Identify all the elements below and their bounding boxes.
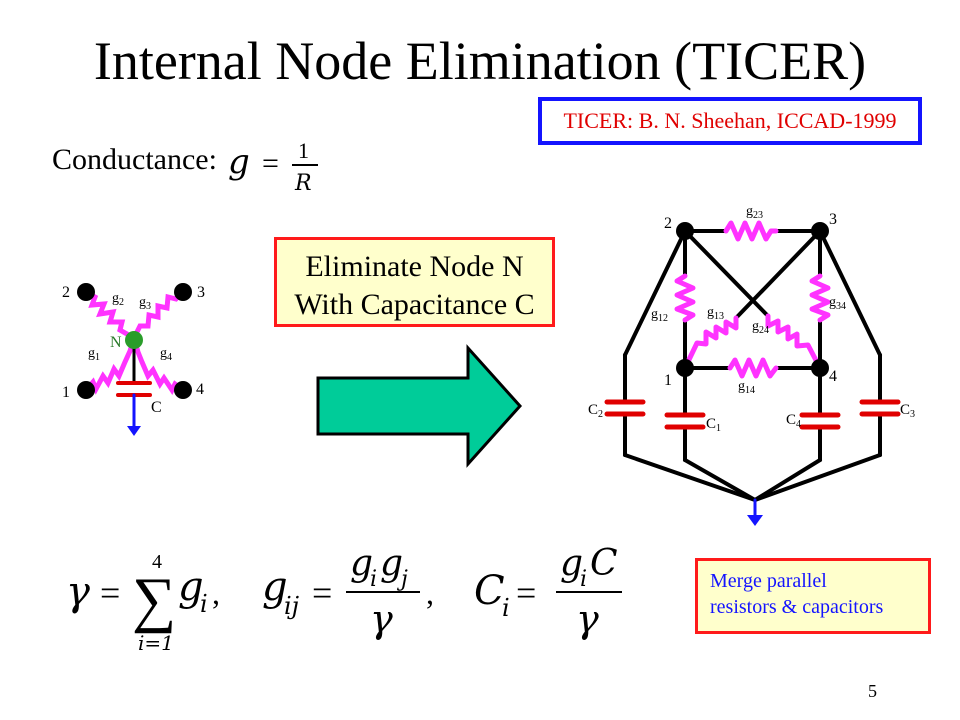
eliminate-node-box: Eliminate Node N With Capacitance C [274, 237, 555, 327]
resistor-g1 [83, 335, 137, 395]
formula-numerator: 1 [298, 138, 309, 163]
resistor-g14 [727, 357, 779, 379]
right-g14-label: g14 [738, 379, 755, 396]
eq-gj-num: g [380, 543, 403, 584]
eq-ci-c: C [474, 568, 505, 614]
left-label-c: C [151, 399, 162, 416]
left-g1-label: g1 [88, 346, 100, 363]
resistor-g34 [809, 273, 831, 323]
right-label-1: 1 [664, 372, 672, 389]
node-3 [811, 222, 829, 240]
right-g23-label: g23 [746, 204, 763, 221]
node-n [125, 331, 143, 349]
right-g13-label: g13 [707, 305, 724, 322]
resistor-g24 [765, 313, 823, 371]
eq-sum-upper: 4 [152, 551, 162, 573]
eq-gij-sub: ij [284, 592, 300, 620]
node-2 [676, 222, 694, 240]
eq-equals-2: = [312, 573, 332, 613]
ground-arrow-icon [127, 426, 141, 436]
wire-c1-ground [683, 458, 757, 502]
merge-line-1: Merge parallel [710, 570, 827, 592]
left-g3-label: g3 [139, 295, 151, 312]
left-label-1: 1 [62, 384, 70, 401]
eq-g-sub-i: i [200, 590, 208, 618]
eq-gi-num: g [350, 543, 373, 584]
formula-eq: = [262, 147, 279, 180]
eq-gamma: γ [66, 569, 90, 615]
resistor-g23 [723, 220, 779, 242]
conductance-label: Conductance: [52, 143, 217, 176]
left-label-4: 4 [196, 381, 204, 398]
eq-equals-3: = [516, 573, 536, 613]
eq-ci-sub: i [502, 594, 510, 622]
wire-3-g13 [734, 229, 822, 320]
left-label-n: N [110, 334, 122, 351]
resistor-g3 [131, 289, 186, 341]
right-g12-label: g12 [651, 307, 668, 324]
node-2 [77, 283, 95, 301]
right-c4-label: C4 [786, 412, 801, 430]
equations: γ = 4 ∑ i=1 g i , g ij = g i g j γ , C i… [66, 543, 622, 655]
wire-c2-ground [623, 453, 757, 502]
eq-ci-num-g: g [560, 543, 583, 584]
reference-box: TICER: B. N. Sheehan, ICCAD-1999 [538, 97, 922, 145]
node-4 [811, 359, 829, 377]
right-c1-label: C1 [706, 416, 721, 434]
node-4 [174, 381, 192, 399]
eq-ci-num-i: i [580, 567, 587, 592]
right-g24-label: g24 [752, 319, 769, 336]
eq-comma-2: , [426, 575, 434, 611]
right-c3-label: C3 [900, 402, 915, 420]
node-3 [174, 283, 192, 301]
left-g2-label: g2 [112, 291, 124, 308]
merge-note-box: Merge parallel resistors & capacitors [695, 558, 931, 634]
right-label-2: 2 [664, 215, 672, 232]
left-g4-label: g4 [160, 346, 172, 363]
eq-equals-1: = [100, 573, 120, 613]
eq-gij-den: γ [370, 597, 393, 641]
eq-sum-lower: i=1 [138, 631, 174, 655]
wire-2-c2 [623, 229, 687, 357]
node-1 [676, 359, 694, 377]
right-label-3: 3 [829, 211, 837, 228]
conductance-formula: g = 1 R [228, 138, 318, 196]
node-1 [77, 381, 95, 399]
merge-line-2: resistors & capacitors [710, 596, 884, 618]
resistor-g12 [674, 273, 696, 323]
resistor-g13 [682, 315, 739, 371]
eq-gi-num-i: i [370, 567, 377, 592]
right-c2-label: C2 [588, 402, 603, 420]
eq-g: g [178, 564, 204, 610]
eq-sigma: ∑ [132, 566, 176, 634]
left-circuit: 2 3 1 4 N C g2 g3 g1 g4 [62, 283, 205, 436]
eq-ci-num-c: C [590, 543, 618, 584]
eliminate-line-2: With Capacitance C [294, 288, 535, 321]
left-label-2: 2 [62, 284, 70, 301]
eq-gij-g: g [262, 564, 288, 610]
ground-arrow-icon [747, 515, 763, 526]
page-number: 5 [868, 681, 877, 701]
right-g34-label: g34 [829, 295, 846, 312]
resistor-g2 [83, 289, 137, 341]
right-arrow-icon [316, 344, 523, 468]
eq-ci-den: γ [576, 597, 599, 641]
wire-2-g24 [683, 229, 770, 318]
resistor-g4 [131, 335, 186, 395]
right-label-4: 4 [829, 368, 837, 385]
eliminate-line-1: Eliminate Node N [305, 250, 524, 283]
wire-3-c3 [818, 229, 882, 357]
eq-comma-1: , [212, 575, 220, 611]
formula-g: g [228, 142, 250, 182]
wire-c4-ground [753, 458, 822, 502]
left-label-3: 3 [197, 284, 205, 301]
wire-c3-ground [753, 453, 882, 502]
formula-denominator: R [294, 171, 312, 196]
slide-title: Internal Node Elimination (TICER) [93, 31, 867, 91]
right-circuit: 2 3 1 4 g23 g12 g13 g24 g34 g14 C2 C1 C4… [588, 204, 915, 526]
